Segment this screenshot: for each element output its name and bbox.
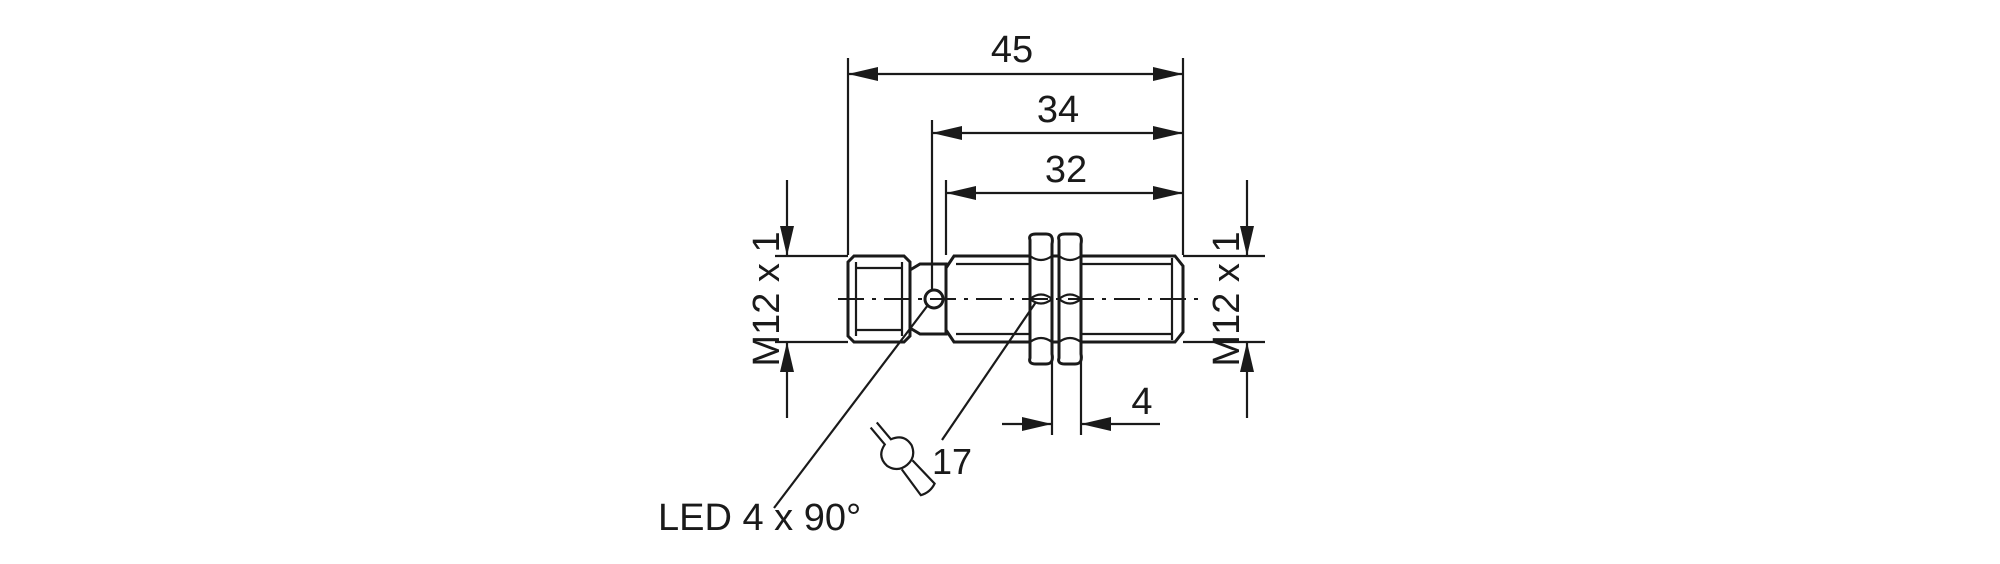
dimension-label-45: 45 xyxy=(991,29,1033,71)
dimension-label-34: 34 xyxy=(1037,89,1079,131)
dimension-32: 32 xyxy=(946,149,1183,200)
wrench-callout: 17 xyxy=(869,301,1037,497)
led-label: LED 4 x 90° xyxy=(658,497,861,539)
led-callout: LED 4 x 90° xyxy=(658,304,929,539)
wrench-icon xyxy=(869,421,936,497)
extension-lines xyxy=(775,58,1265,435)
sensor-body xyxy=(838,232,1198,366)
dimension-thread-left: M12 x 1 xyxy=(746,180,794,418)
thread-label-right: M12 x 1 xyxy=(1206,231,1248,366)
dimension-45: 45 xyxy=(848,29,1183,81)
wrench-size-label: 17 xyxy=(932,441,972,482)
dimension-4: 4 xyxy=(1002,381,1160,431)
dimension-label-32: 32 xyxy=(1045,149,1087,191)
dimension-label-4: 4 xyxy=(1131,381,1152,423)
dimension-thread-right: M12 x 1 xyxy=(1206,180,1254,418)
dimension-34: 34 xyxy=(932,89,1183,140)
thread-label-left: M12 x 1 xyxy=(746,231,788,366)
